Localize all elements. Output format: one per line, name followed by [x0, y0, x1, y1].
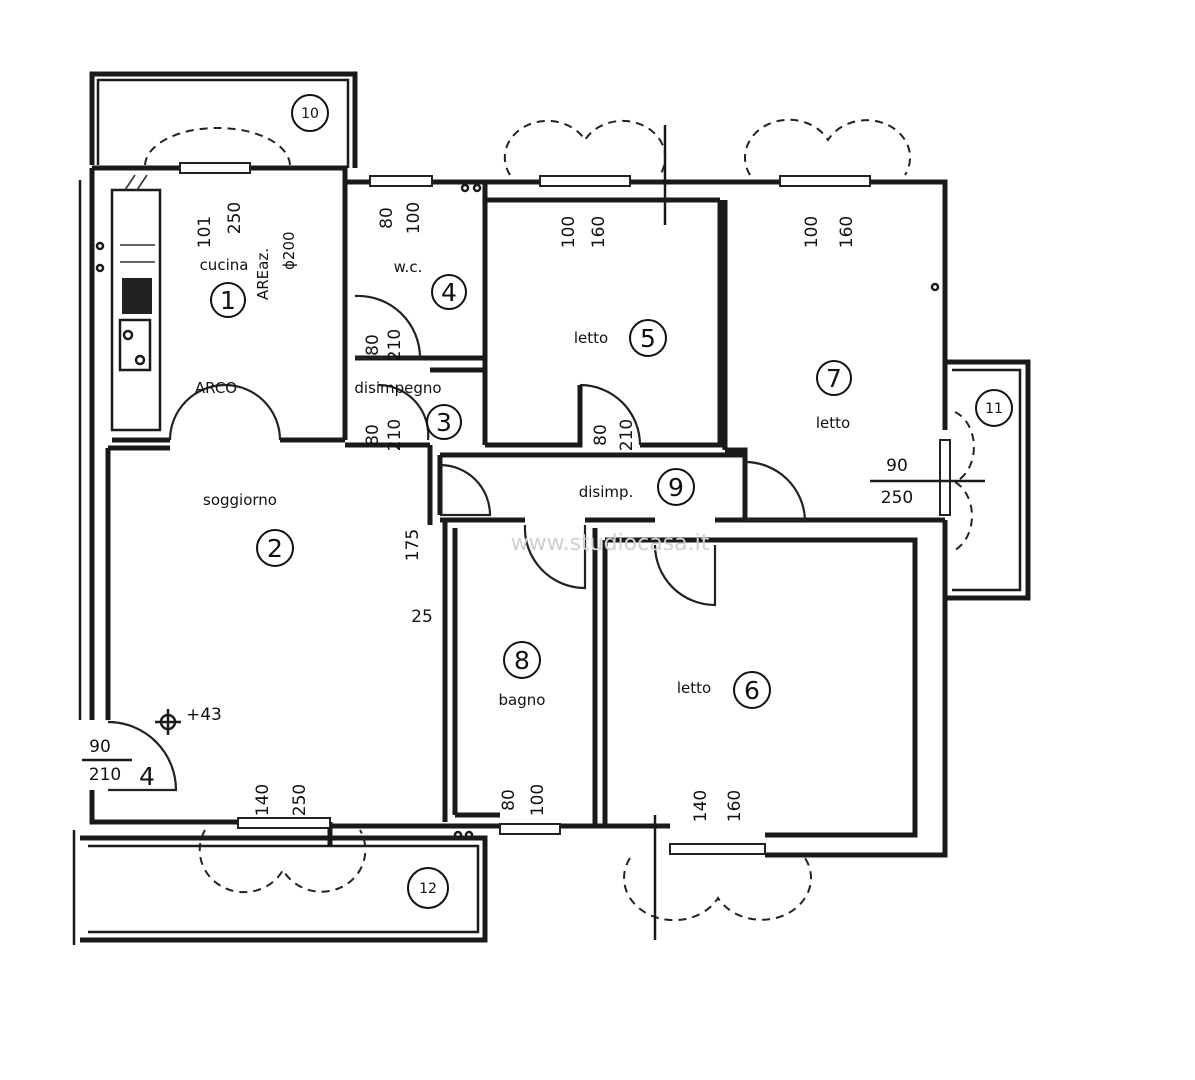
axis-lines [95, 125, 940, 940]
window-swings [144, 118, 975, 922]
kitchen-extra-label: AREaz. [254, 248, 272, 300]
label-letto-6: letto [677, 679, 711, 697]
room-6-marker: 6 [733, 671, 771, 709]
svg-text:7: 7 [826, 364, 842, 393]
svg-text:250: 250 [881, 488, 913, 508]
svg-text:160: 160 [589, 216, 609, 248]
room-1-marker: 1 [210, 282, 246, 318]
room-4-marker: 4 [431, 274, 467, 310]
kitchen-phi-label: ϕ200 [280, 231, 298, 270]
balcony-12 [80, 835, 488, 943]
label-wc: w.c. [394, 258, 423, 276]
entrance-mark: 4 [139, 762, 155, 791]
room-5-marker: 5 [629, 319, 667, 357]
svg-text:10: 10 [301, 106, 319, 122]
balcony-10 [89, 71, 358, 168]
svg-text:6: 6 [744, 676, 760, 705]
svg-text:100: 100 [528, 784, 548, 816]
kitchen-counter [110, 174, 162, 432]
svg-text:80: 80 [591, 424, 611, 446]
svg-text:80: 80 [363, 424, 383, 446]
svg-text:100: 100 [802, 216, 822, 248]
svg-text:140: 140 [253, 784, 273, 816]
svg-text:3: 3 [436, 408, 452, 437]
watermark: www.studiocasa.it [511, 531, 710, 556]
svg-text:100: 100 [559, 216, 579, 248]
svg-text:210: 210 [385, 329, 405, 361]
svg-text:80: 80 [499, 789, 519, 811]
svg-text:90: 90 [886, 456, 908, 476]
svg-text:250: 250 [225, 202, 245, 234]
room-labels: cucina soggiorno disimpegno w.c. letto l… [200, 256, 851, 709]
svg-text:80: 80 [377, 207, 397, 229]
room-9-marker: 9 [657, 468, 695, 506]
svg-text:5: 5 [640, 324, 656, 353]
svg-text:90: 90 [89, 737, 111, 757]
svg-text:210: 210 [89, 765, 121, 785]
svg-text:1: 1 [220, 286, 236, 315]
svg-text:100: 100 [404, 202, 424, 234]
label-disimpegno: disimpegno [354, 379, 441, 397]
label-letto-5: letto [574, 329, 608, 347]
room-7-marker: 7 [816, 360, 852, 396]
room-8-marker: 8 [503, 641, 541, 679]
label-letto-7: letto [816, 414, 850, 432]
arch-label: ARCO [195, 379, 237, 397]
room-3-marker: 3 [426, 404, 462, 440]
label-bagno: bagno [499, 691, 546, 709]
balcony-11 [945, 359, 1031, 601]
doors [107, 294, 807, 792]
dimensions: 101 250 80 100 100 160 100 160 80 210 80… [82, 202, 985, 822]
svg-text:8: 8 [514, 646, 530, 675]
annotations: AREaz. ϕ200 ARCO +43 4 [139, 231, 298, 791]
svg-text:250: 250 [290, 784, 310, 816]
svg-text:210: 210 [617, 419, 637, 451]
label-soggiorno: soggiorno [203, 491, 277, 509]
level-value: +43 [186, 705, 222, 725]
svg-text:4: 4 [441, 278, 457, 307]
svg-text:2: 2 [267, 534, 283, 563]
svg-text:25: 25 [411, 607, 433, 627]
room-11-marker: 11 [975, 389, 1013, 427]
level-marker: +43 [155, 705, 222, 735]
svg-text:12: 12 [419, 881, 437, 897]
room-2-marker: 2 [256, 529, 294, 567]
svg-text:175: 175 [403, 529, 423, 561]
label-cucina: cucina [200, 256, 249, 274]
svg-text:9: 9 [668, 473, 684, 502]
svg-text:80: 80 [363, 334, 383, 356]
room-12-marker: 12 [407, 867, 449, 909]
svg-text:140: 140 [691, 790, 711, 822]
svg-text:160: 160 [725, 790, 745, 822]
room-markers: 1 2 3 4 5 6 7 8 [210, 94, 1013, 909]
label-disimp: disimp. [579, 483, 634, 501]
svg-text:101: 101 [195, 216, 215, 248]
svg-text:160: 160 [837, 216, 857, 248]
svg-text:11: 11 [985, 401, 1003, 417]
room-10-marker: 10 [291, 94, 329, 132]
svg-text:210: 210 [385, 419, 405, 451]
windows [179, 162, 951, 855]
